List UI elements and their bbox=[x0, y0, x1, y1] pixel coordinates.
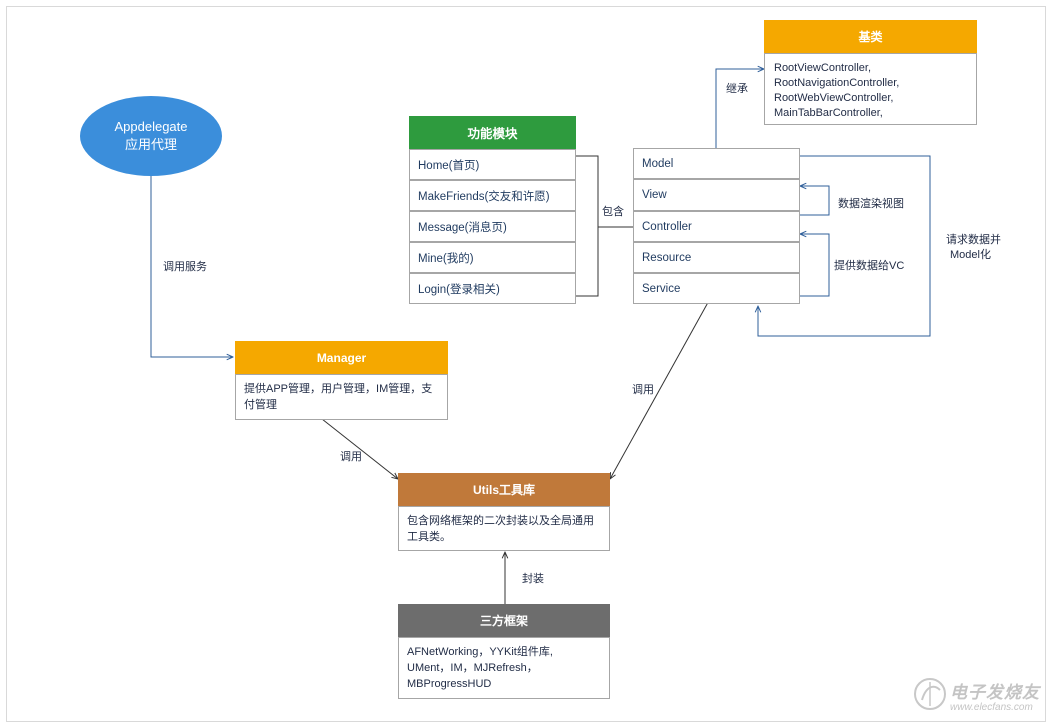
module-item-mine: Mine(我的) bbox=[409, 242, 576, 273]
manager-body: 提供APP管理，用户管理，IM管理，支 付管理 bbox=[235, 374, 448, 420]
base-class-header: 基类 bbox=[764, 20, 977, 53]
edge-render bbox=[800, 186, 830, 216]
third-party-line: AFNetWorking，YYKit组件库, bbox=[407, 646, 553, 658]
utils-header: Utils工具库 bbox=[398, 473, 610, 506]
edge-provide bbox=[800, 234, 830, 297]
mvc-item-model: Model bbox=[633, 148, 800, 179]
base-class-line: RootWebViewController, bbox=[774, 92, 894, 104]
label-render: 数据渲染视图 bbox=[838, 198, 904, 210]
utils-body: 包含网络框架的二次封装以及全局通用 工具类。 bbox=[398, 506, 610, 551]
third-party-body: AFNetWorking，YYKit组件库, UMent，IM，MJRefres… bbox=[398, 637, 610, 699]
mvc-item-resource: Resource bbox=[633, 242, 800, 273]
base-class-line: MainTabBarController, bbox=[774, 107, 883, 119]
modules-header: 功能模块 bbox=[409, 116, 576, 149]
watermark: 电子发烧友 www.elecfans.com bbox=[912, 672, 1042, 722]
label-inherit: 继承 bbox=[726, 83, 748, 95]
mvc-item-controller: Controller bbox=[633, 211, 800, 242]
module-item-home: Home(首页) bbox=[409, 149, 576, 180]
mvc-item-view: View bbox=[633, 179, 800, 211]
label-call-service-utils: 调用 bbox=[632, 384, 654, 396]
label-request-2: Model化 bbox=[950, 249, 991, 261]
edge-service-utils bbox=[610, 287, 717, 479]
manager-header: Manager bbox=[235, 341, 448, 374]
manager-desc-line: 付管理 bbox=[244, 399, 277, 411]
third-party-header: 三方框架 bbox=[398, 604, 610, 637]
label-wrap: 封装 bbox=[522, 573, 544, 585]
third-party-line: UMent，IM，MJRefresh， bbox=[407, 662, 538, 674]
edge-appdelegate-manager bbox=[150, 176, 233, 357]
base-class-body: RootViewController, RootNavigationContro… bbox=[764, 53, 977, 125]
module-item-message: Message(消息页) bbox=[409, 211, 576, 242]
base-class-line: RootNavigationController, bbox=[774, 77, 900, 89]
appdelegate-node: Appdelegate 应用代理 bbox=[80, 96, 222, 176]
edge-manager-utils bbox=[321, 418, 398, 479]
edge-modules-include bbox=[576, 155, 599, 297]
edge-request bbox=[758, 155, 931, 337]
appdelegate-title: Appdelegate bbox=[114, 119, 188, 134]
base-class-line: RootViewController, bbox=[774, 62, 872, 74]
label-request-1: 请求数据并 bbox=[946, 234, 1001, 246]
label-call-service: 调用服务 bbox=[163, 261, 207, 273]
module-item-makefriends: MakeFriends(交友和许愿) bbox=[409, 180, 576, 211]
label-provide: 提供数据给VC bbox=[834, 260, 905, 272]
third-party-line: MBProgressHUD bbox=[407, 678, 492, 690]
utils-desc-line: 工具类。 bbox=[407, 531, 451, 543]
manager-desc-line: 提供APP管理，用户管理，IM管理，支 bbox=[244, 383, 433, 395]
utils-desc-line: 包含网络框架的二次封装以及全局通用 bbox=[407, 515, 594, 527]
appdelegate-subtitle: 应用代理 bbox=[124, 137, 177, 152]
mvc-item-service: Service bbox=[633, 273, 800, 304]
watermark-logo-icon bbox=[914, 678, 946, 710]
diagram-frame bbox=[6, 6, 1046, 722]
module-item-login: Login(登录相关) bbox=[409, 273, 576, 304]
label-call-manager: 调用 bbox=[340, 451, 362, 463]
label-include: 包含 bbox=[602, 206, 624, 218]
watermark-url: www.elecfans.com bbox=[950, 702, 1033, 713]
watermark-logo-text: 电子发烧友 bbox=[950, 683, 1040, 702]
